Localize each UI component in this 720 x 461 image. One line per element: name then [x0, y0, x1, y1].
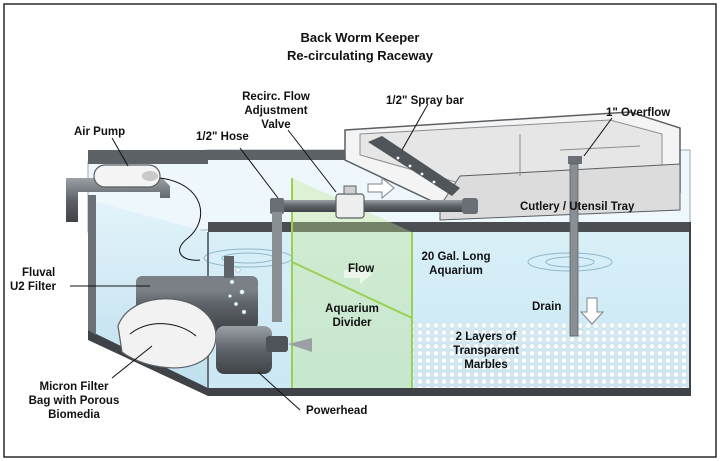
- label-valve-1: Recirc. Flow: [242, 91, 310, 103]
- flow-valve: [335, 193, 365, 219]
- label-valve-3: Valve: [261, 119, 290, 131]
- image-border: [3, 3, 717, 458]
- powerhead: [216, 326, 312, 374]
- tank-bottom-rim: [88, 330, 690, 396]
- micron-filter-bag: [117, 298, 217, 369]
- label-bag-2: Bag with Porous: [29, 395, 120, 407]
- air-bubbles: [228, 267, 247, 315]
- air-line: [159, 177, 202, 261]
- tank-left-frame: [88, 195, 96, 335]
- label-divider-2: Divider: [333, 317, 373, 329]
- air-pump: [93, 164, 161, 188]
- label-divider-1: Aquarium: [325, 303, 379, 315]
- label-bag-1: Micron Filter: [39, 381, 109, 393]
- label-valve-2: Adjustment: [244, 105, 307, 117]
- air-pump-shelf: [66, 178, 170, 222]
- water-flow-arrow: [344, 264, 372, 284]
- label-aquarium-1: 20 Gal. Long: [421, 251, 490, 263]
- spray-bar: [368, 136, 460, 196]
- label-tray: Cutlery / Utensil Tray: [520, 201, 635, 213]
- label-drain: Drain: [532, 301, 561, 313]
- leader-lines: [70, 103, 613, 411]
- cutlery-tray: [344, 111, 681, 221]
- label-overflow: 1" Overflow: [606, 107, 670, 119]
- pump-outlet-pipe: [272, 212, 282, 322]
- label-marbles-3: Marbles: [464, 359, 507, 371]
- label-marbles-1: 2 Layers of: [456, 331, 517, 343]
- aquarium-divider: [292, 178, 412, 388]
- label-powerhead: Powerhead: [306, 405, 367, 417]
- marble-bed: [412, 322, 690, 388]
- label-spray-bar: 1/2" Spray bar: [386, 95, 464, 107]
- label-hose: 1/2" Hose: [196, 131, 249, 143]
- label-fluval-2: U2 Filter: [10, 281, 57, 293]
- label-aquarium-2: Aquarium: [429, 265, 483, 277]
- title-line-1: Back Worm Keeper: [301, 30, 420, 45]
- title-line-2: Re-circulating Raceway: [287, 48, 434, 63]
- tank-left-ledge: [88, 150, 360, 164]
- return-pipe: [272, 200, 468, 212]
- drain-arrow: [579, 297, 605, 325]
- pipe-flow-arrow: [367, 176, 395, 200]
- label-fluval-1: Fluval: [22, 267, 55, 279]
- drain-pipe: [569, 163, 579, 337]
- label-bag-3: Biomedia: [48, 409, 100, 421]
- label-marbles-2: Transparent: [453, 345, 519, 357]
- overflow-fitting: [568, 156, 582, 164]
- label-air-pump: Air Pump: [74, 126, 125, 138]
- label-flow: Flow: [348, 263, 374, 275]
- tank-top-rim: [208, 222, 690, 232]
- diagram-title: Back Worm Keeper Re-circulating Raceway: [287, 30, 434, 63]
